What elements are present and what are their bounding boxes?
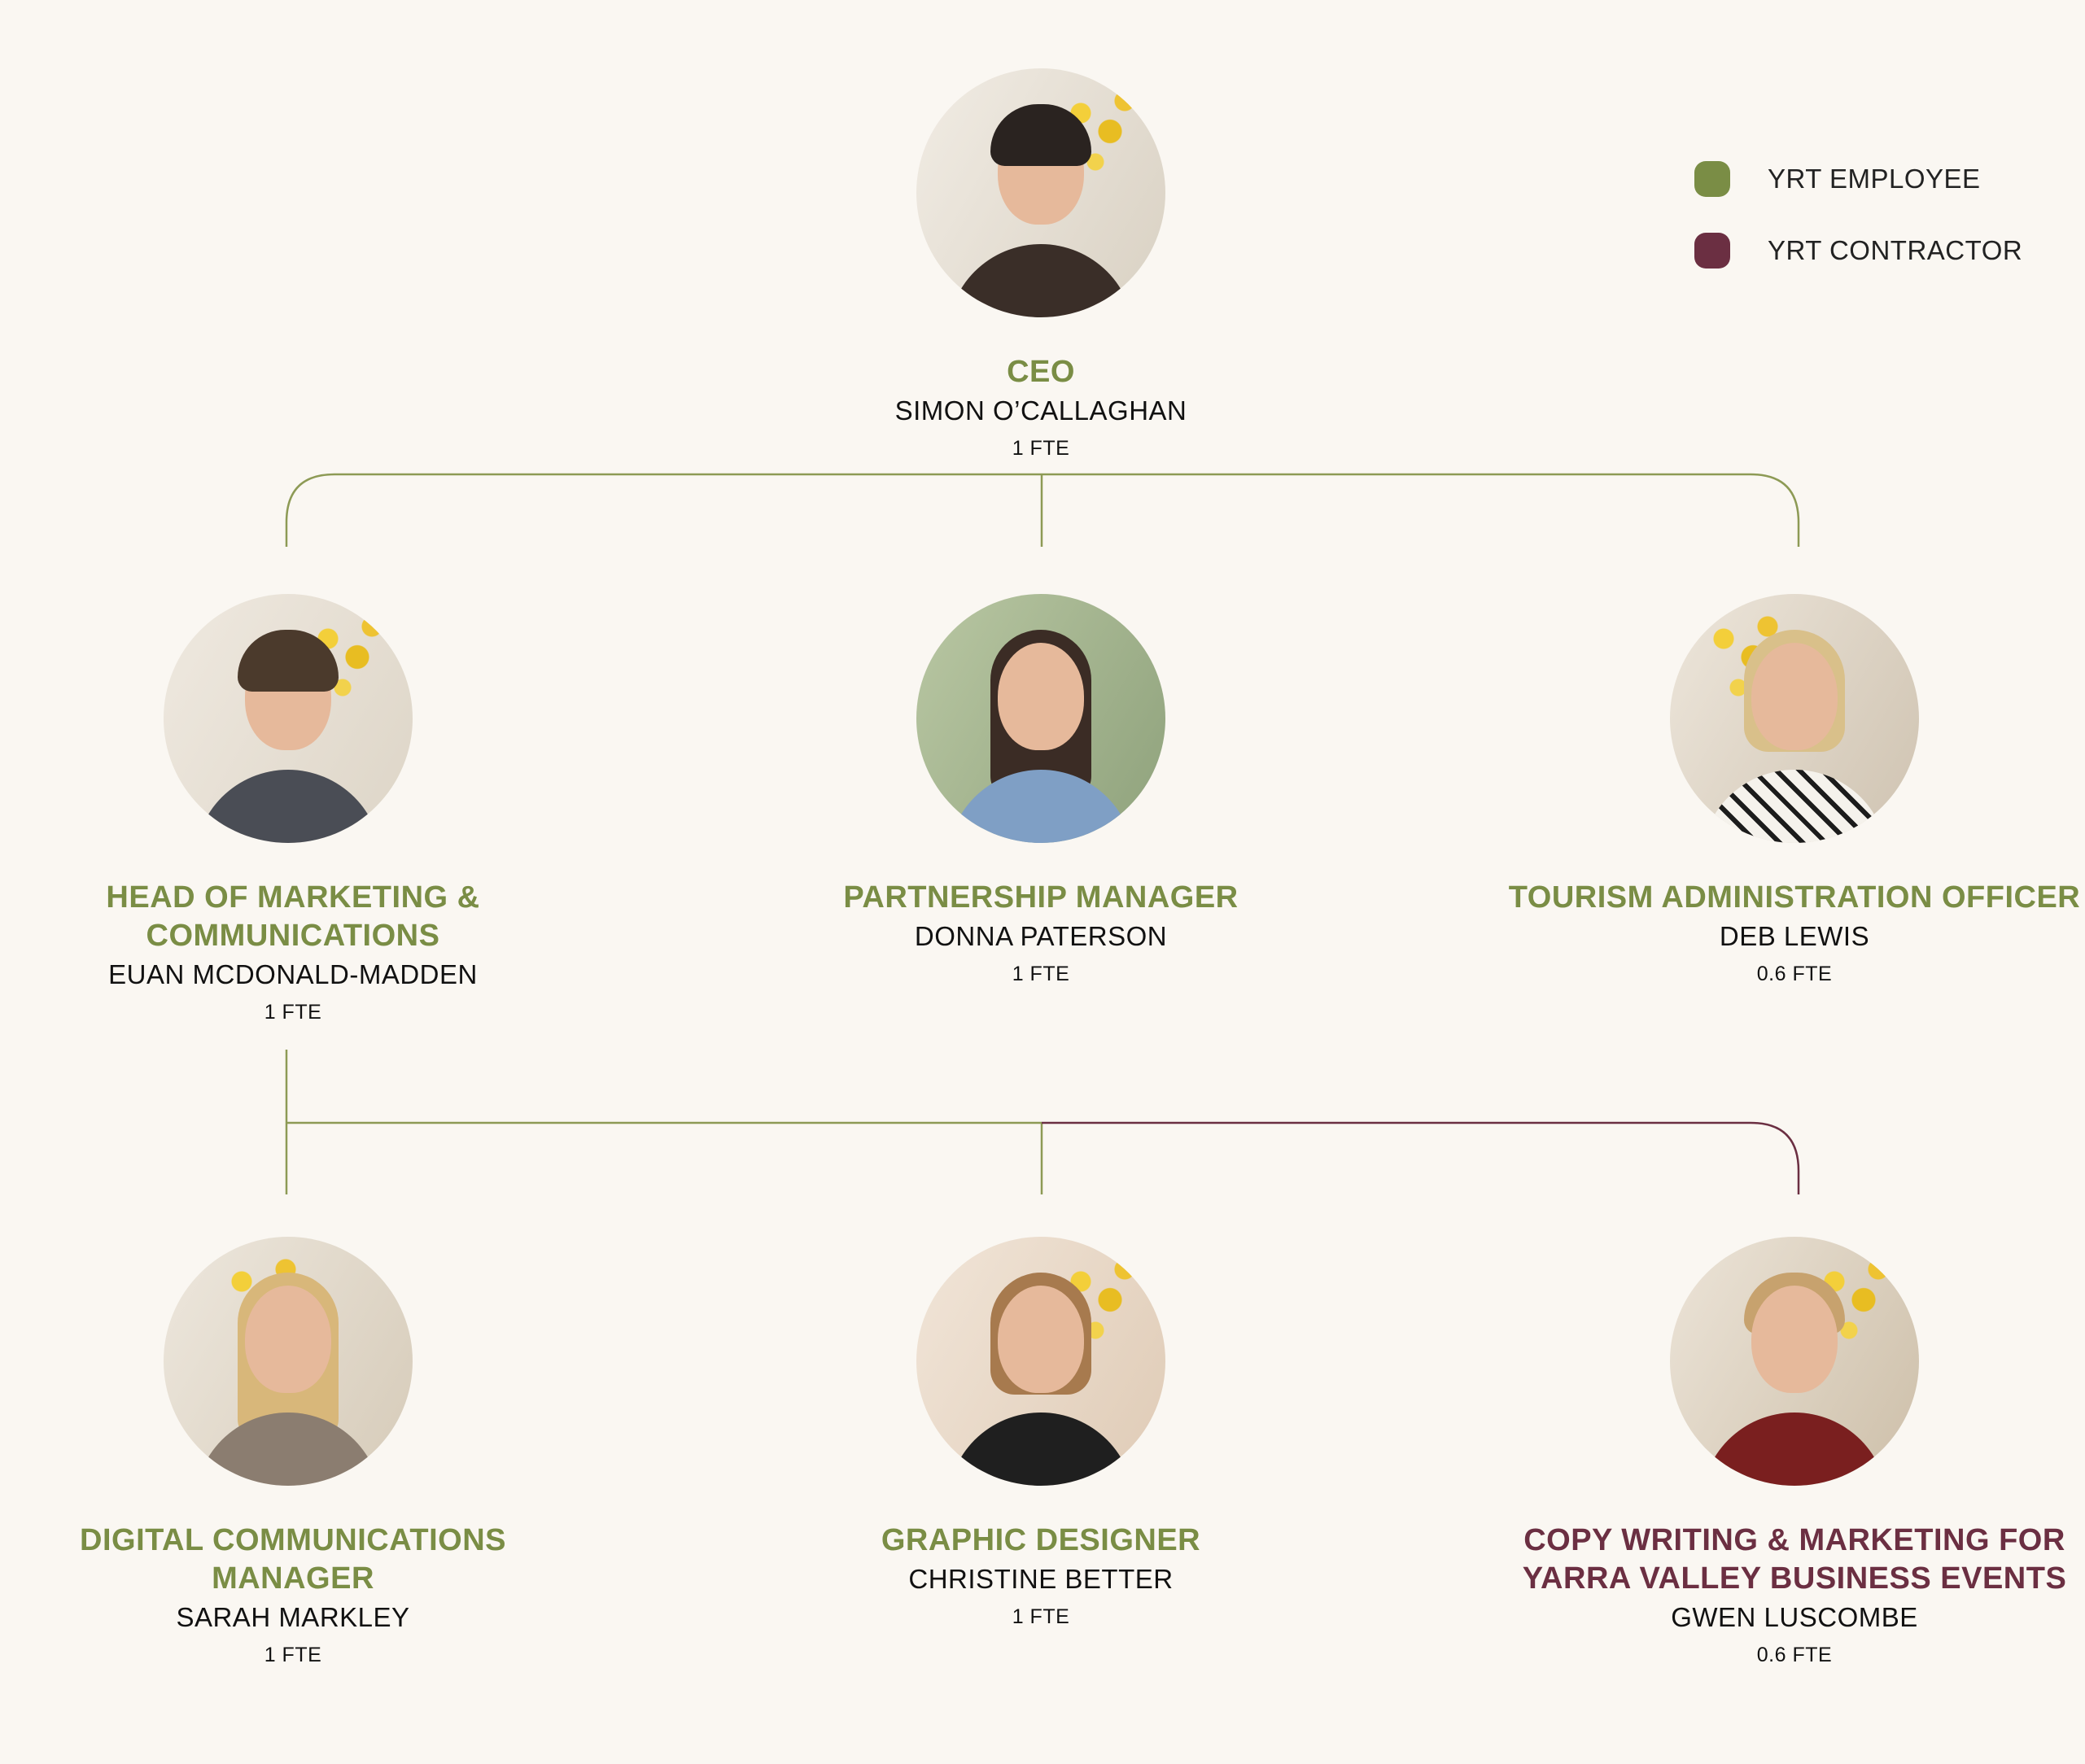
connector-copywriting-contractor: [1042, 1121, 1800, 1194]
partnership-photo: [916, 594, 1165, 843]
legend: YRT EMPLOYEE YRT CONTRACTOR: [1694, 143, 2022, 286]
role-title: COPY WRITING & MARKETING FOR YARRA VALLE…: [1522, 1523, 2067, 1596]
person-name: DONNA PATERSON: [914, 921, 1168, 951]
person-name: GWEN LUSCOMBE: [1671, 1602, 1918, 1632]
fte-value: 1 FTE: [1012, 963, 1070, 985]
role-title: TOURISM ADMINISTRATION OFFICER: [1508, 880, 2081, 915]
employee-swatch-icon: [1694, 161, 1730, 197]
copywriting-photo: [1670, 1237, 1919, 1486]
legend-label-contractor: YRT CONTRACTOR: [1768, 235, 2023, 265]
node-head-marketing: HEAD OF MARKETING & COMMUNICATIONS EUAN …: [0, 594, 586, 1031]
fte-value: 1 FTE: [264, 1001, 322, 1024]
head-marketing-photo: [164, 594, 413, 843]
node-copywriting: COPY WRITING & MARKETING FOR YARRA VALLE…: [1501, 1237, 2085, 1674]
tourism-admin-photo: [1670, 594, 1919, 843]
role-title: CEO: [1007, 355, 1075, 389]
person-name: SIMON O’CALLAGHAN: [894, 395, 1187, 426]
person-name: DEB LEWIS: [1719, 921, 1870, 951]
person-name: CHRISTINE BETTER: [908, 1564, 1174, 1594]
ceo-photo: [916, 68, 1165, 317]
person-name: SARAH MARKLEY: [176, 1602, 410, 1632]
role-title: HEAD OF MARKETING & COMMUNICATIONS: [106, 880, 480, 953]
graphic-designer-photo: [916, 1237, 1165, 1486]
node-tourism-admin: TOURISM ADMINISTRATION OFFICER DEB LEWIS…: [1501, 594, 2085, 993]
node-digital-comms: DIGITAL COMMUNICATIONS MANAGER SARAH MAR…: [0, 1237, 586, 1674]
fte-value: 0.6 FTE: [1756, 1644, 1833, 1666]
fte-value: 1 FTE: [1012, 437, 1070, 460]
role-title: DIGITAL COMMUNICATIONS MANAGER: [80, 1523, 506, 1596]
node-graphic-designer: GRAPHIC DESIGNER CHRISTINE BETTER 1 FTE: [748, 1237, 1334, 1635]
role-title: GRAPHIC DESIGNER: [881, 1523, 1201, 1557]
fte-value: 1 FTE: [1012, 1605, 1070, 1628]
role-title: PARTNERSHIP MANAGER: [843, 880, 1239, 915]
legend-label-employee: YRT EMPLOYEE: [1768, 164, 1981, 194]
legend-item-employee: YRT EMPLOYEE: [1694, 143, 2022, 215]
node-partnership: PARTNERSHIP MANAGER DONNA PATERSON 1 FTE: [748, 594, 1334, 993]
fte-value: 1 FTE: [264, 1644, 322, 1666]
contractor-swatch-icon: [1694, 233, 1730, 269]
node-ceo: CEO SIMON O’CALLAGHAN 1 FTE: [748, 68, 1334, 467]
digital-comms-photo: [164, 1237, 413, 1486]
legend-item-contractor: YRT CONTRACTOR: [1694, 215, 2022, 286]
person-name: EUAN MCDONALD-MADDEN: [108, 959, 478, 989]
fte-value: 0.6 FTE: [1756, 963, 1833, 985]
